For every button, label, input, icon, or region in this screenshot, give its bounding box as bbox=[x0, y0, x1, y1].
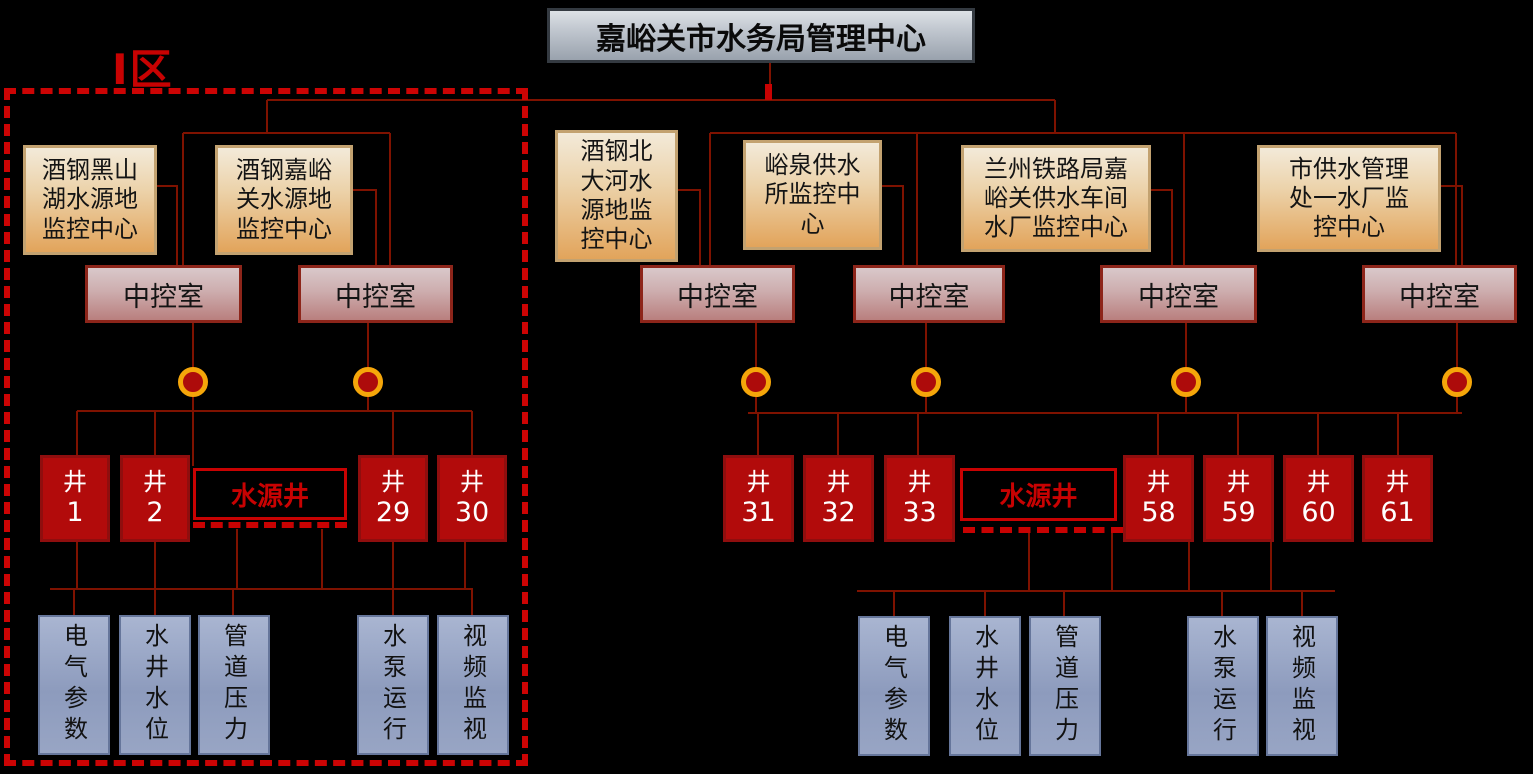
monitoring-center-yuquan: 峪泉供水所监控中心 bbox=[743, 140, 882, 250]
param-pump-operation-left: 水泵运行 bbox=[357, 615, 429, 755]
trunk-red-dash bbox=[765, 84, 772, 100]
zone1-label: Ⅰ区 bbox=[112, 45, 174, 94]
well-group-dash-right bbox=[963, 527, 1123, 533]
param-pipe-pressure-right: 管道压力 bbox=[1029, 616, 1101, 756]
well-group-dash-left bbox=[193, 522, 347, 528]
monitoring-center-lanzhou-railway: 兰州铁路局嘉峪关供水车间水厂监控中心 bbox=[961, 145, 1151, 252]
param-water-level-right: 水井水位 bbox=[949, 616, 1021, 756]
control-room-1: 中控室 bbox=[85, 265, 242, 323]
param-water-level-left: 水井水位 bbox=[119, 615, 191, 755]
param-pump-operation-right: 水泵运行 bbox=[1187, 616, 1259, 756]
param-video-monitor-right: 视频监视 bbox=[1266, 616, 1338, 756]
param-video-monitor-left: 视频监视 bbox=[437, 615, 509, 755]
monitoring-center-beidahe: 酒钢北大河水源地监控中心 bbox=[555, 130, 678, 262]
zone1-dashed-border bbox=[4, 88, 528, 766]
control-room-2: 中控室 bbox=[298, 265, 453, 323]
network-node-icon bbox=[911, 367, 941, 397]
param-electrical-left: 电气参数 bbox=[38, 615, 110, 755]
control-room-4: 中控室 bbox=[853, 265, 1005, 323]
monitoring-center-jiayuguan: 酒钢嘉峪关水源地监控中心 bbox=[215, 145, 353, 255]
control-room-5: 中控室 bbox=[1100, 265, 1257, 323]
monitoring-center-heishanhu: 酒钢黑山湖水源地监控中心 bbox=[23, 145, 157, 255]
control-room-3: 中控室 bbox=[640, 265, 795, 323]
network-node-icon bbox=[741, 367, 771, 397]
param-electrical-right: 电气参数 bbox=[858, 616, 930, 756]
control-room-6: 中控室 bbox=[1362, 265, 1517, 323]
network-node-icon bbox=[1442, 367, 1472, 397]
monitoring-center-city-waterworks: 市供水管理处一水厂监控中心 bbox=[1257, 145, 1441, 252]
well-group-label-left: 水源井 bbox=[193, 468, 347, 520]
network-node-icon bbox=[353, 367, 383, 397]
network-node-icon bbox=[178, 367, 208, 397]
well-group-label-right: 水源井 bbox=[960, 468, 1117, 521]
param-pipe-pressure-left: 管道压力 bbox=[198, 615, 270, 755]
title-box: 嘉峪关市水务局管理中心 bbox=[547, 8, 975, 63]
network-node-icon bbox=[1171, 367, 1201, 397]
